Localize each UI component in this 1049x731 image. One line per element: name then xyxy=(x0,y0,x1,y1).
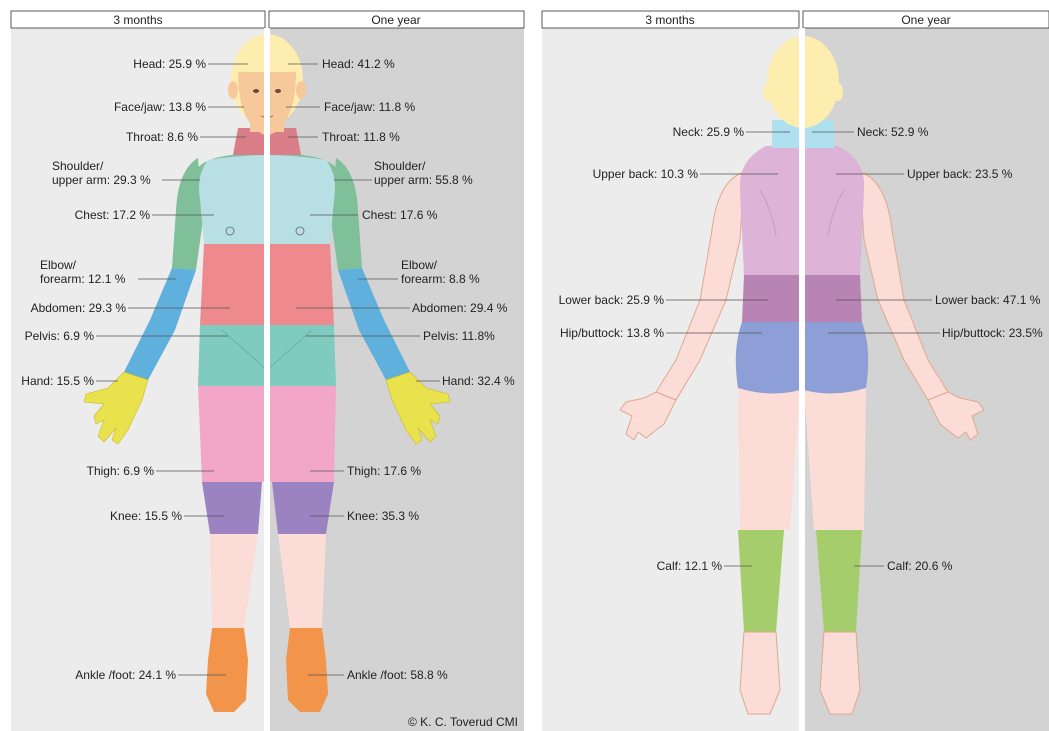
label-face: Face/jaw: 13.8 % xyxy=(114,100,206,114)
header-text: One year xyxy=(371,13,420,27)
right-knee xyxy=(272,482,334,534)
copyright-text: © K. C. Toverud CMI xyxy=(408,715,518,729)
label-ankle: Ankle /foot: 58.8 % xyxy=(347,668,448,682)
label-shoulder-1: Shoulder/ xyxy=(52,159,104,173)
back-left-ankle xyxy=(740,632,780,714)
label-lower-back: Lower back: 25.9 % xyxy=(559,293,665,307)
front-right-header: One year xyxy=(269,11,524,28)
label-throat: Throat: 11.8 % xyxy=(322,130,400,144)
label-elbow-2: forearm: 8.8 % xyxy=(401,272,480,286)
label-upper-back: Upper back: 23.5 % xyxy=(907,167,1013,181)
label-hip: Hip/buttock: 23.5% xyxy=(942,326,1043,340)
header-text: 3 months xyxy=(645,13,694,27)
back-right-thigh xyxy=(804,388,866,530)
header-text: 3 months xyxy=(113,13,162,27)
label-knee: Knee: 15.5 % xyxy=(110,509,182,523)
back-left-thigh xyxy=(738,388,800,530)
label-upper-back: Upper back: 10.3 % xyxy=(593,167,699,181)
left-foot xyxy=(206,628,248,712)
label-shoulder-2: upper arm: 55.8 % xyxy=(374,173,473,187)
back-left-calf xyxy=(738,530,784,632)
back-right-calf xyxy=(816,530,862,632)
label-head: Head: 25.9 % xyxy=(133,57,206,71)
right-eye xyxy=(275,89,281,93)
label-elbow-1: Elbow/ xyxy=(401,258,438,272)
label-chest: Chest: 17.6 % xyxy=(362,208,438,222)
label-thigh: Thigh: 6.9 % xyxy=(87,464,155,478)
right-foot xyxy=(286,628,328,712)
label-pelvis: Pelvis: 11.8% xyxy=(423,329,495,343)
label-hand: Hand: 15.5 % xyxy=(21,374,94,388)
label-elbow-2: forearm: 12.1 % xyxy=(40,272,126,286)
label-calf: Calf: 20.6 % xyxy=(887,559,953,573)
label-shoulder-1: Shoulder/ xyxy=(374,159,426,173)
header-text: One year xyxy=(901,13,950,27)
label-neck: Neck: 25.9 % xyxy=(673,125,745,139)
label-elbow-1: Elbow/ xyxy=(40,258,77,272)
label-face: Face/jaw: 11.8 % xyxy=(324,100,415,114)
back-left-header: 3 months xyxy=(542,11,799,28)
label-abdomen: Abdomen: 29.3 % xyxy=(31,301,127,315)
front-left-header: 3 months xyxy=(11,11,265,28)
back-right-header: One year xyxy=(803,11,1049,28)
label-head: Head: 41.2 % xyxy=(322,57,395,71)
left-ear xyxy=(228,81,238,99)
label-abdomen: Abdomen: 29.4 % xyxy=(412,301,508,315)
label-ankle: Ankle /foot: 24.1 % xyxy=(75,668,176,682)
label-lower-back: Lower back: 47.1 % xyxy=(935,293,1041,307)
left-knee xyxy=(202,482,262,534)
label-knee: Knee: 35.3 % xyxy=(347,509,419,523)
label-calf: Calf: 12.1 % xyxy=(657,559,723,573)
label-chest: Chest: 17.2 % xyxy=(75,208,151,222)
label-pelvis: Pelvis: 6.9 % xyxy=(25,329,95,343)
label-neck: Neck: 52.9 % xyxy=(857,125,929,139)
back-right-ear xyxy=(833,83,843,101)
left-eye xyxy=(253,89,259,93)
label-thigh: Thigh: 17.6 % xyxy=(347,464,421,478)
back-left-ear xyxy=(763,83,773,101)
right-ear xyxy=(296,81,306,99)
label-hand: Hand: 32.4 % xyxy=(442,374,515,388)
label-hip: Hip/buttock: 13.8 % xyxy=(560,326,664,340)
back-right-ankle xyxy=(820,632,860,714)
back-divider xyxy=(799,28,805,731)
front-divider xyxy=(264,28,270,731)
label-throat: Throat: 8.6 % xyxy=(126,130,198,144)
label-shoulder-2: upper arm: 29.3 % xyxy=(52,173,151,187)
